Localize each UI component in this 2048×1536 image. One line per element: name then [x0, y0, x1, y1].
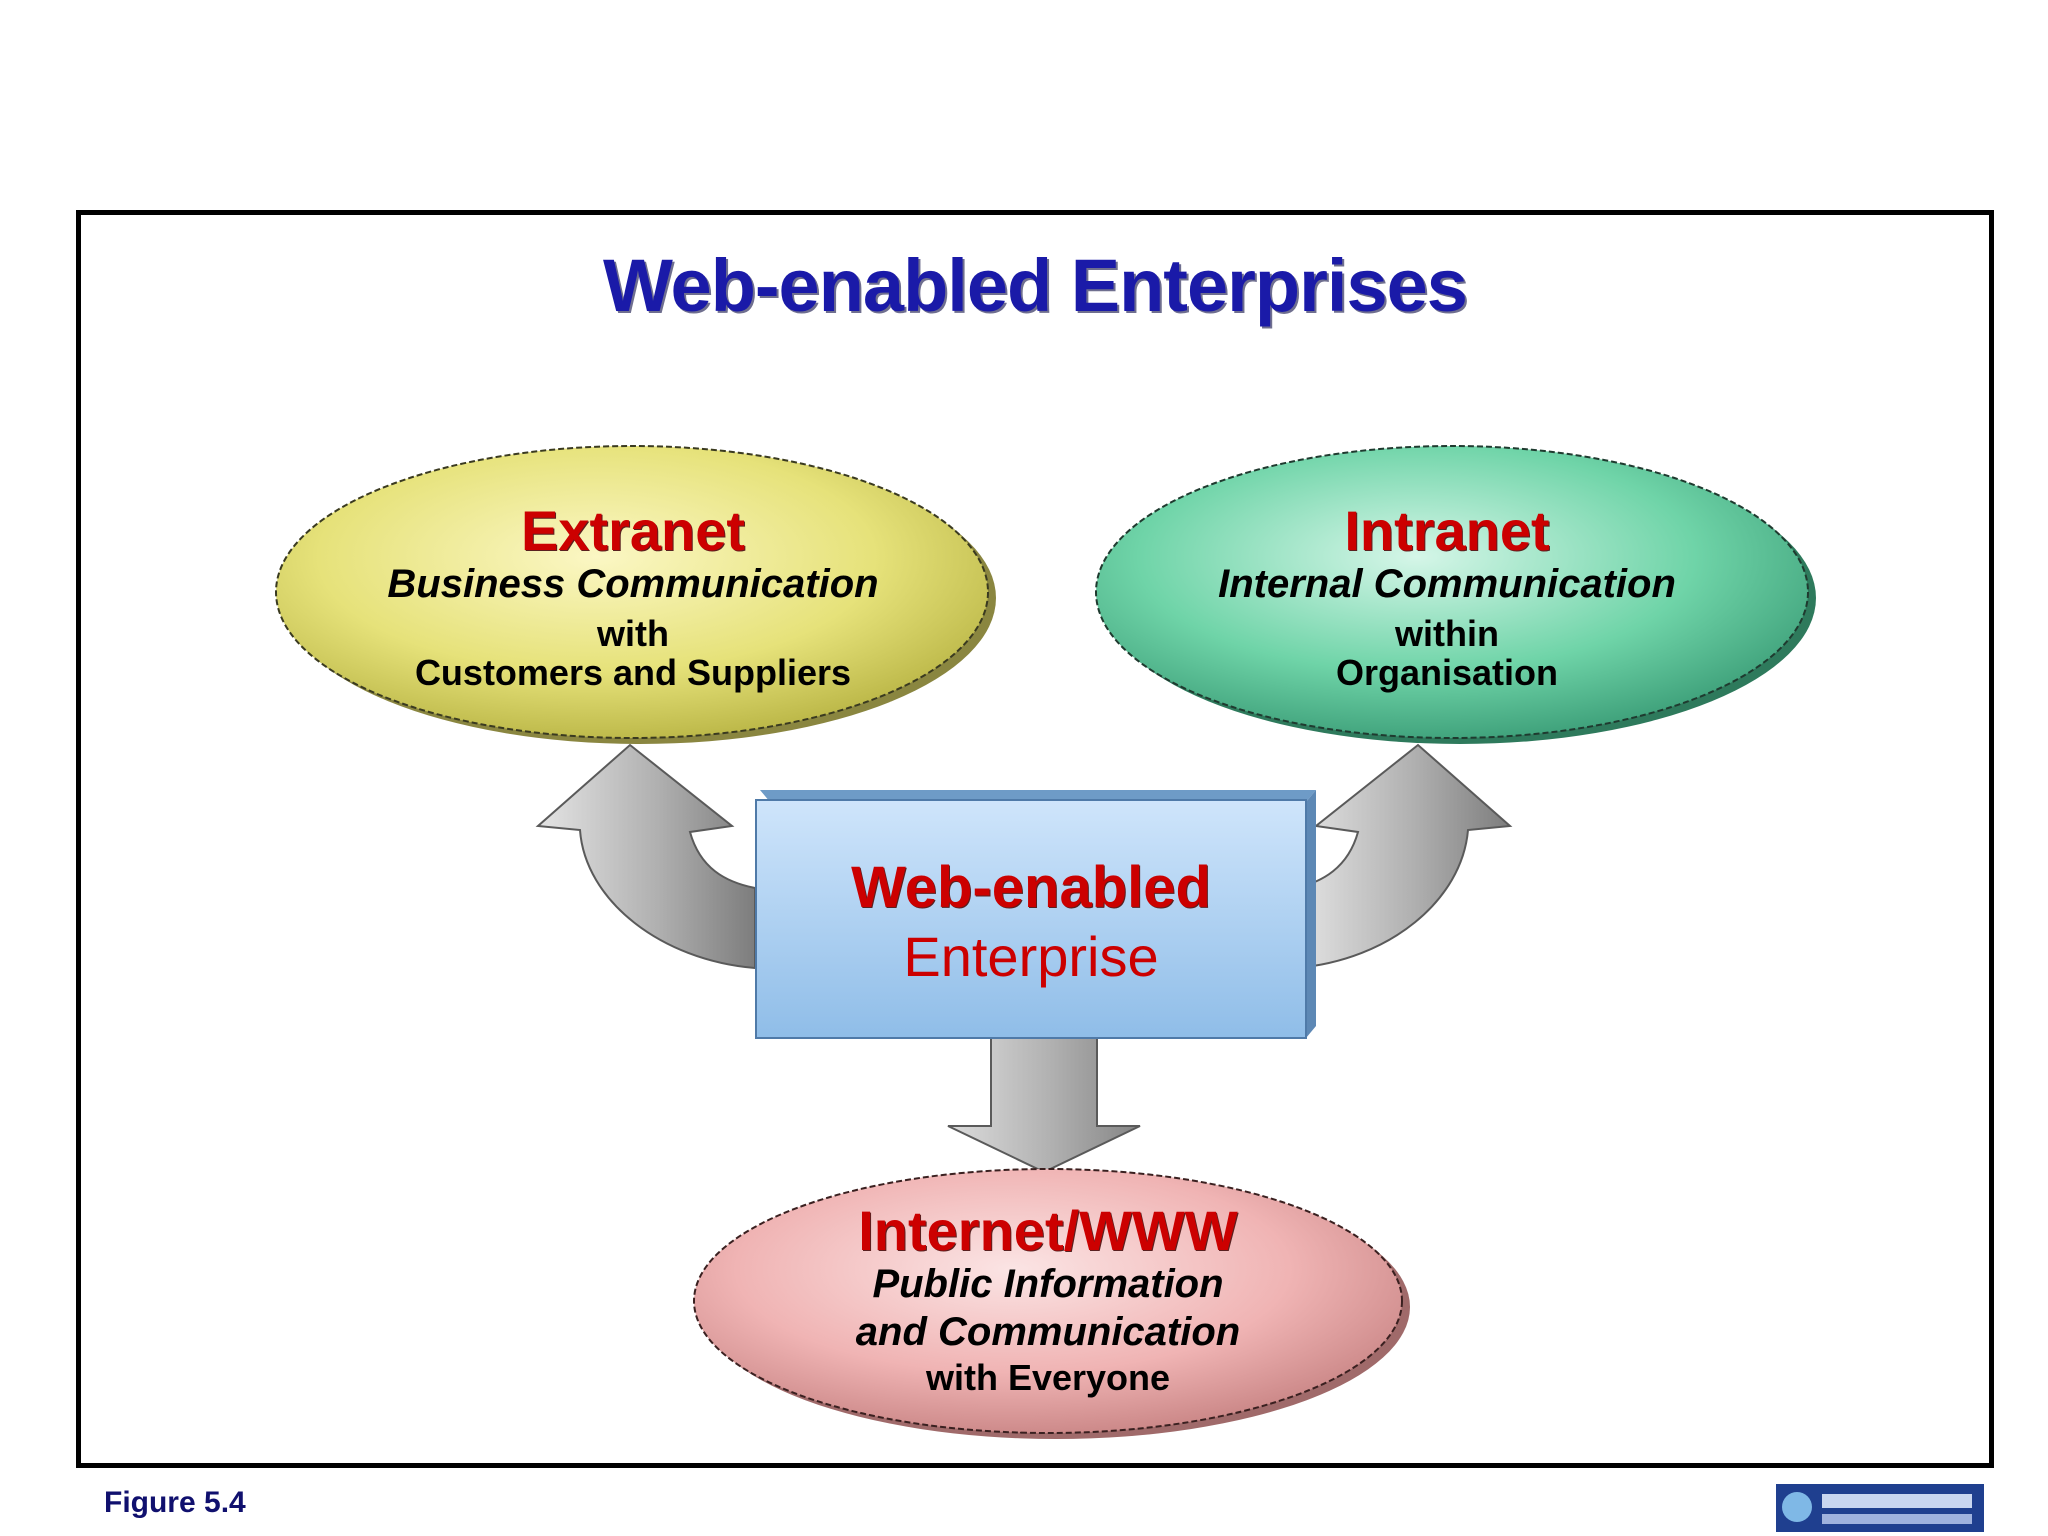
intranet-description-2: within	[1395, 612, 1499, 654]
diagram-title: Web-enabled Enterprises	[603, 244, 1468, 327]
publisher-logo	[1776, 1484, 1984, 1532]
intranet-label: Intranet Internal Communication within O…	[1132, 500, 1762, 693]
logo-wordmark	[1822, 1494, 1972, 1508]
arrow-to-extranet	[535, 743, 756, 970]
logo-tagline	[1822, 1514, 1972, 1524]
intranet-ellipse	[1095, 445, 1809, 739]
figure-caption: Figure 5.4	[104, 1486, 246, 1519]
intranet-description-1: Internal Communication	[1218, 561, 1676, 606]
intranet-heading: Intranet	[1344, 499, 1550, 562]
center-label: Web-enabled Enterprise	[756, 856, 1306, 987]
extranet-description-1: Business Communication	[387, 561, 879, 606]
arrow-to-internet	[947, 1035, 1141, 1174]
extranet-ellipse	[275, 445, 989, 739]
center-box-side	[1306, 790, 1316, 1038]
center-subheading: Enterprise	[903, 924, 1159, 988]
intranet-description-3: Organisation	[1335, 652, 1559, 694]
internet-description-2: and Communication	[855, 1309, 1241, 1354]
extranet-heading: Extranet	[520, 499, 746, 562]
arrow-to-intranet	[1295, 743, 1513, 970]
internet-heading: Internet/WWW	[858, 1199, 1238, 1262]
internet-ellipse	[693, 1168, 1403, 1434]
center-heading: Web-enabled	[851, 855, 1211, 920]
internet-description-3: with Everyone	[925, 1356, 1171, 1398]
extranet-description-3: Customers and Suppliers	[414, 652, 852, 694]
internet-label: Internet/WWW Public Information and Comm…	[748, 1200, 1348, 1397]
center-box	[755, 799, 1307, 1039]
extranet-label: Extranet Business Communication with Cus…	[318, 500, 948, 693]
extranet-description-2: with	[597, 612, 669, 654]
internet-description-1: Public Information	[872, 1261, 1224, 1306]
logo-mark-icon	[1782, 1492, 1812, 1522]
